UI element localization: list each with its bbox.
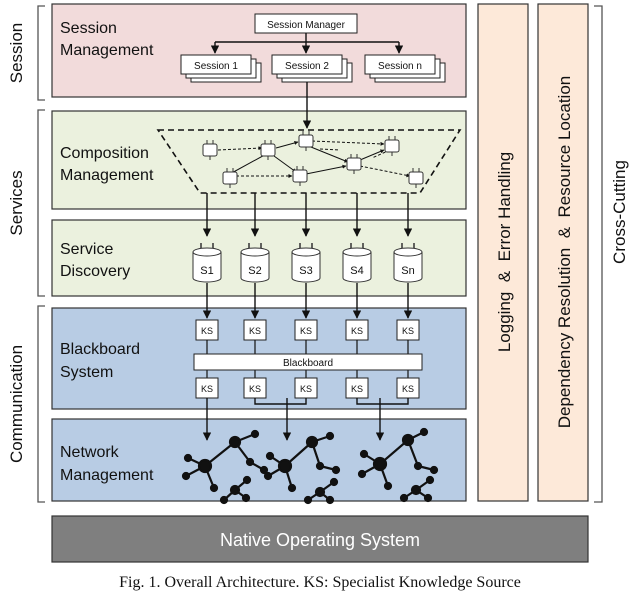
service-plug-icon <box>346 154 362 174</box>
network-layer-label-line1: Network <box>60 444 120 461</box>
graph-edge <box>275 141 299 149</box>
blackboard-bar <box>193 353 423 371</box>
service-plug-icon <box>202 140 218 160</box>
composition-to-discovery-arrows <box>202 193 413 237</box>
service-plug-icon <box>298 131 314 151</box>
composition-layer-label-line2: Management <box>60 167 154 184</box>
service-s4 <box>342 243 372 283</box>
service-plug-icon <box>384 136 400 156</box>
service-s4-label: S4 <box>350 265 363 277</box>
graph-edge <box>305 144 349 163</box>
left-brackets <box>37 5 45 503</box>
service-s1-label: S1 <box>200 265 213 277</box>
group-label-session: Session <box>7 23 26 83</box>
service-plug-icon <box>292 166 308 186</box>
service-plug-icon <box>408 168 424 188</box>
service-s1 <box>192 243 222 283</box>
graph-edge <box>217 146 263 151</box>
graph-edge <box>319 148 341 151</box>
session-2-box <box>271 54 343 75</box>
graph-edge <box>311 140 385 146</box>
network-graph-3 <box>357 427 439 503</box>
ks-label: KS <box>402 384 414 394</box>
network-layer-label-line2: Management <box>60 467 154 484</box>
network-layer-box <box>51 418 467 502</box>
blackboard-layer-label-line1: Blackboard <box>60 341 140 358</box>
graph-edge <box>359 149 385 161</box>
group-label-cross-cutting: Cross-Cutting <box>610 160 629 264</box>
session-stack-n <box>364 54 446 83</box>
session-n-box <box>364 54 436 75</box>
dependency-resolution-label: Dependency Resolution & Resource Locatio… <box>555 76 574 429</box>
session-stack-1 <box>180 54 262 83</box>
ks-label: KS <box>300 384 312 394</box>
logging-error-handling-bar <box>477 3 529 502</box>
logging-error-handling-label: Logging & Error Handling <box>495 152 514 352</box>
network-graph-1 <box>181 429 269 505</box>
session-bracket <box>37 5 45 101</box>
composition-layer-box <box>51 110 467 210</box>
service-sn-label: Sn <box>401 265 414 277</box>
session-1-box <box>180 54 252 75</box>
ks-label: KS <box>402 326 414 336</box>
ks-label: KS <box>249 326 261 336</box>
service-s2 <box>240 243 270 283</box>
composition-graph-boundary <box>156 129 462 194</box>
service-s2-label: S2 <box>248 265 261 277</box>
session-1-label: Session 1 <box>194 61 238 72</box>
session-n-label: Session n <box>378 61 422 72</box>
ks-link <box>380 398 409 405</box>
service-sn <box>393 243 423 283</box>
ks-label: KS <box>351 326 363 336</box>
service-s3 <box>291 243 321 283</box>
group-label-communication: Communication <box>7 345 26 463</box>
ks-label: KS <box>249 384 261 394</box>
discovery-layer-label-line1: Service <box>60 241 113 258</box>
graph-edge <box>359 165 411 178</box>
composition-layer-label-line1: Composition <box>60 145 149 162</box>
session-arrows <box>210 33 404 54</box>
composition-graph-nodes <box>202 131 424 188</box>
ks-to-network-arrows <box>202 398 409 441</box>
native-os-bar <box>51 515 589 563</box>
communication-bracket <box>37 305 45 503</box>
discovery-to-ks-arrows <box>202 283 413 319</box>
ks-link <box>254 398 287 405</box>
service-plug-icon <box>222 168 238 188</box>
cross-cutting-bracket <box>594 5 603 503</box>
group-label-services: Services <box>7 170 26 235</box>
ks-label: KS <box>351 384 363 394</box>
graph-edge <box>371 149 391 159</box>
session-2-label: Session 2 <box>285 61 329 72</box>
ks-connectors <box>206 340 409 378</box>
service-plug-icon <box>260 140 276 160</box>
graph-edge <box>273 155 297 173</box>
session-layer-label-line2: Management <box>60 42 154 59</box>
figure-caption: Fig. 1. Overall Architecture. KS: Specia… <box>119 574 521 591</box>
network-graph-2 <box>263 431 341 505</box>
session-manager-label: Session Manager <box>267 20 345 31</box>
blackboard-bar-label: Blackboard <box>283 358 333 369</box>
graph-edge <box>305 164 347 175</box>
ks-label: KS <box>201 326 213 336</box>
session-layer-label-line1: Session <box>60 20 117 37</box>
blackboard-layer-label-line2: System <box>60 364 113 381</box>
ks-label: KS <box>300 326 312 336</box>
services-bracket <box>37 109 45 297</box>
dependency-resolution-bar <box>537 3 589 502</box>
service-s3-label: S3 <box>299 265 312 277</box>
ks-link <box>356 398 380 405</box>
session-stack-2 <box>271 54 353 83</box>
ks-label: KS <box>201 384 213 394</box>
ks-link <box>287 398 307 405</box>
native-os-label: Native Operating System <box>220 530 420 550</box>
discovery-layer-label-line2: Discovery <box>60 263 130 280</box>
